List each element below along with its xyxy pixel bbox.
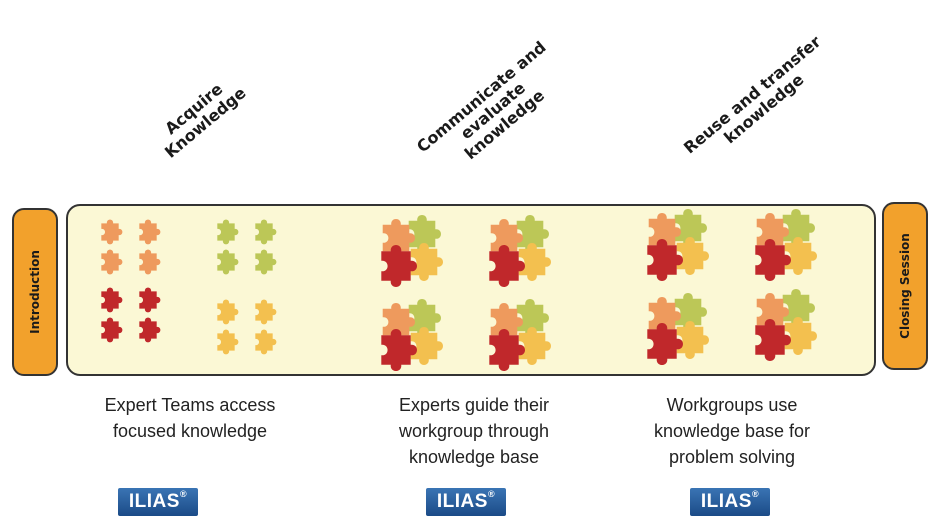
- puzzle-piece-yellow: [784, 317, 817, 355]
- caption-line: Experts guide their: [398, 395, 550, 415]
- puzzle-piece-yellow: [255, 329, 277, 355]
- puzzle-piece-green: [217, 249, 239, 275]
- caption-line: workgroup through: [398, 421, 550, 441]
- puzzle-piece-orange: [139, 219, 161, 245]
- ilias-logo-text: ILIAS: [128, 491, 180, 512]
- puzzle-piece-orange: [101, 249, 123, 275]
- puzzle-piece-yellow: [217, 329, 239, 355]
- puzzle-piece-yellow: [410, 327, 443, 365]
- caption-workgroups: Workgroups use knowledge base for proble…: [612, 392, 852, 470]
- ilias-logo: ILIAS®: [690, 488, 770, 516]
- caption-line: knowledge base: [408, 447, 540, 467]
- closing-session-tab: Closing Session: [882, 202, 928, 370]
- puzzle-piece-orange: [101, 219, 123, 245]
- puzzle-piece-yellow: [518, 327, 551, 365]
- puzzle-piece-yellow: [410, 243, 443, 281]
- puzzle-piece-yellow: [676, 321, 709, 359]
- puzzle-piece-green: [217, 219, 239, 245]
- registered-mark: ®: [179, 489, 188, 499]
- caption-line: problem solving: [668, 447, 796, 467]
- ilias-logo: ILIAS®: [118, 488, 198, 516]
- puzzle-piece-red: [101, 317, 123, 343]
- puzzle-piece-orange: [139, 249, 161, 275]
- caption-line: focused knowledge: [112, 421, 268, 441]
- introduction-tab: Introduction: [12, 208, 58, 376]
- puzzle-piece-yellow: [217, 299, 239, 325]
- puzzle-piece-red: [139, 287, 161, 313]
- puzzle-piece-yellow: [784, 237, 817, 275]
- puzzle-piece-red: [101, 287, 123, 313]
- registered-mark: ®: [751, 489, 760, 499]
- knowledge-panel: [66, 204, 876, 376]
- caption-experts-guide: Experts guide their workgroup through kn…: [354, 392, 594, 470]
- puzzle-piece-yellow: [676, 237, 709, 275]
- registered-mark: ®: [487, 489, 496, 499]
- caption-line: knowledge base for: [653, 421, 811, 441]
- puzzle-piece-green: [255, 219, 277, 245]
- puzzle-piece-green: [255, 249, 277, 275]
- puzzle-piece-red: [139, 317, 161, 343]
- ilias-logo-text: ILIAS: [700, 491, 752, 512]
- caption-line: Workgroups use: [666, 395, 798, 415]
- ilias-logo-text: ILIAS: [436, 491, 488, 512]
- puzzle-piece-yellow: [518, 243, 551, 281]
- puzzle-piece-yellow: [255, 299, 277, 325]
- caption-line: Expert Teams access: [104, 395, 276, 415]
- caption-expert-teams: Expert Teams access focused knowledge: [70, 392, 310, 444]
- ilias-logo: ILIAS®: [426, 488, 506, 516]
